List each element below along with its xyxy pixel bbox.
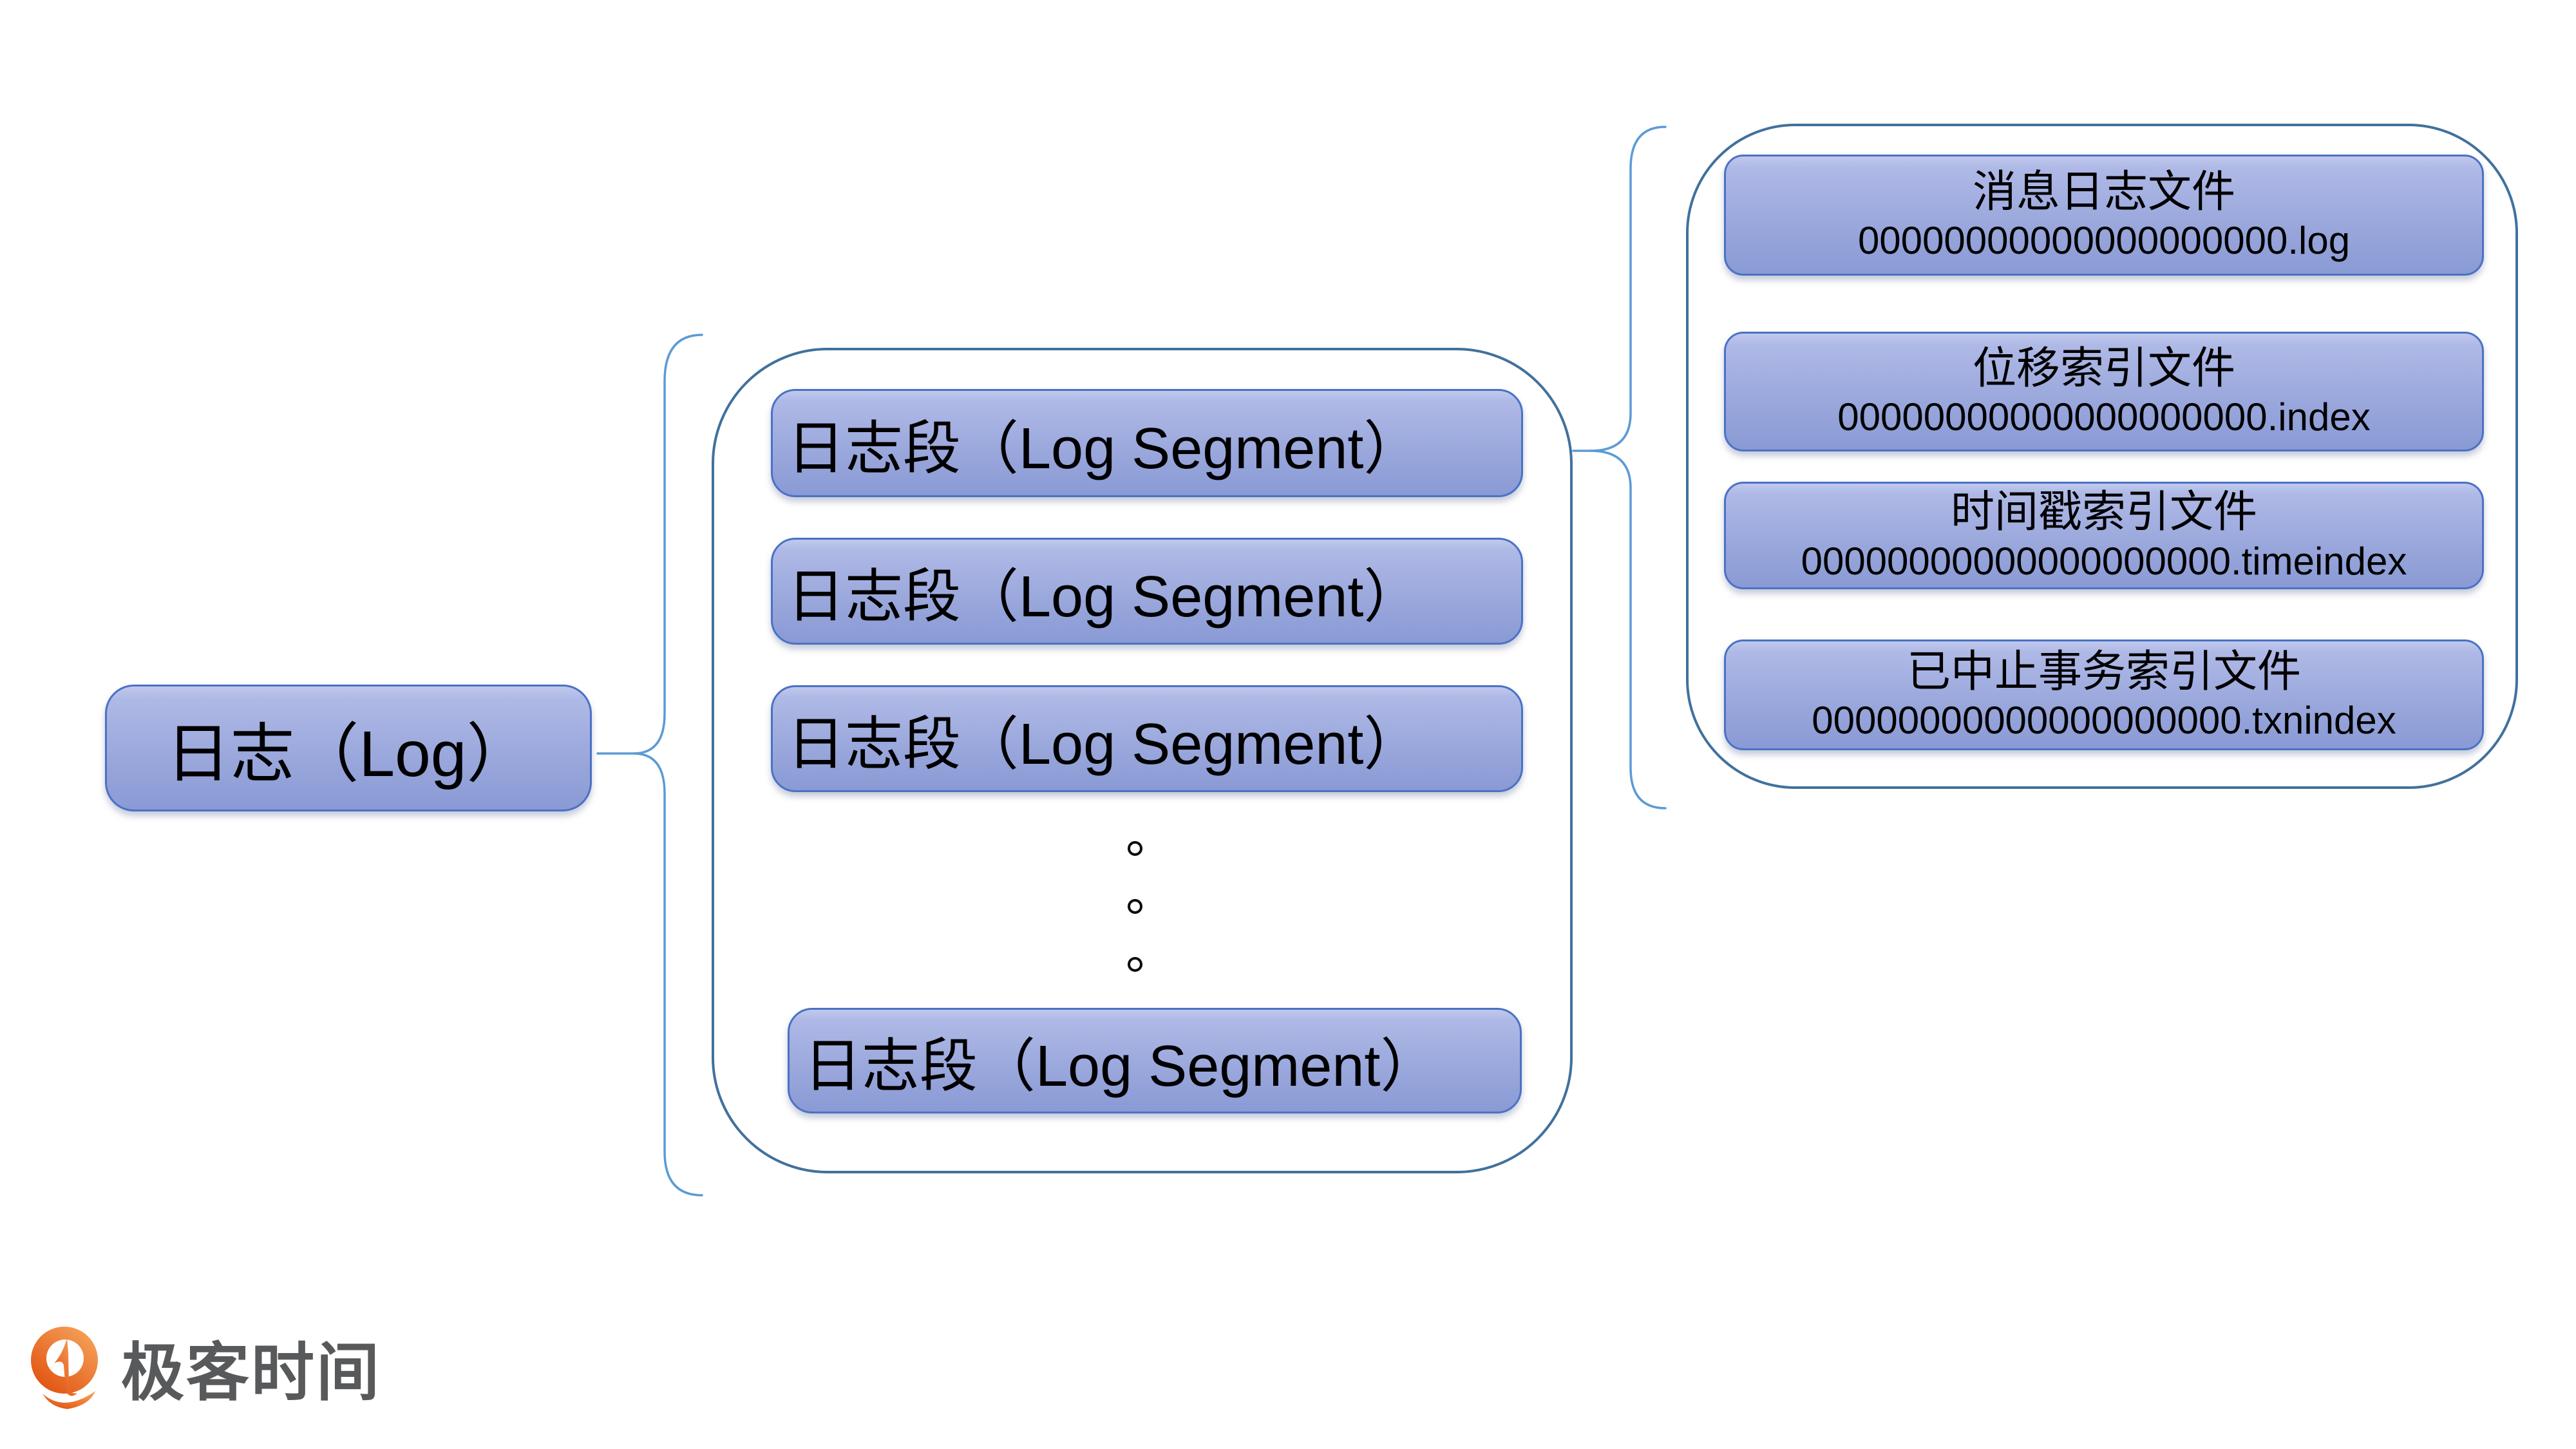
log-segment-label: 日志段（Log Segment） [787,565,1422,629]
file-title: 位移索引文件 [1972,343,2235,393]
file-name: 00000000000000000000.log [1857,219,2351,263]
ellipsis-dot [1128,841,1142,856]
file-name: 00000000000000000000.index [1837,395,2371,439]
log-node: 日志（Log） [105,685,592,811]
file-name: 00000000000000000000.timeindex [1801,539,2407,583]
file-name: 00000000000000000000.txnindex [1812,699,2396,743]
file-title: 已中止事务索引文件 [1906,647,2301,696]
files-group-brace [1590,126,1667,810]
log-segment-label: 日志段（Log Segment） [787,417,1422,481]
offset-index-file-node: 位移索引文件 00000000000000000000.index [1724,332,2484,451]
geektime-logo-text: 极客时间 [121,1337,382,1408]
file-title: 消息日志文件 [1972,167,2235,216]
log-segment-label: 日志段（Log Segment） [787,712,1422,777]
log-segment-node-3: 日志段（Log Segment） [771,685,1523,792]
log-segment-node-1: 日志段（Log Segment） [771,389,1523,497]
log-segment-node-2: 日志段（Log Segment） [771,538,1523,645]
geektime-logo-icon [30,1327,99,1409]
geektime-logo: 极客时间 [30,1321,381,1413]
log-segment-node-4: 日志段（Log Segment） [788,1008,1522,1113]
message-log-file-node: 消息日志文件 00000000000000000000.log [1724,155,2484,276]
timestamp-index-file-node: 时间戳索引文件 00000000000000000000.timeindex [1724,482,2484,589]
log-segment-label: 日志段（Log Segment） [804,1034,1439,1099]
ellipsis-dot [1128,957,1142,972]
segments-group-brace [633,334,703,1197]
log-node-label: 日志（Log） [166,718,531,790]
aborted-txn-index-file-node: 已中止事务索引文件 00000000000000000000.txnindex [1724,639,2484,750]
file-title: 时间戳索引文件 [1950,488,2257,537]
ellipsis-dot [1128,899,1142,914]
